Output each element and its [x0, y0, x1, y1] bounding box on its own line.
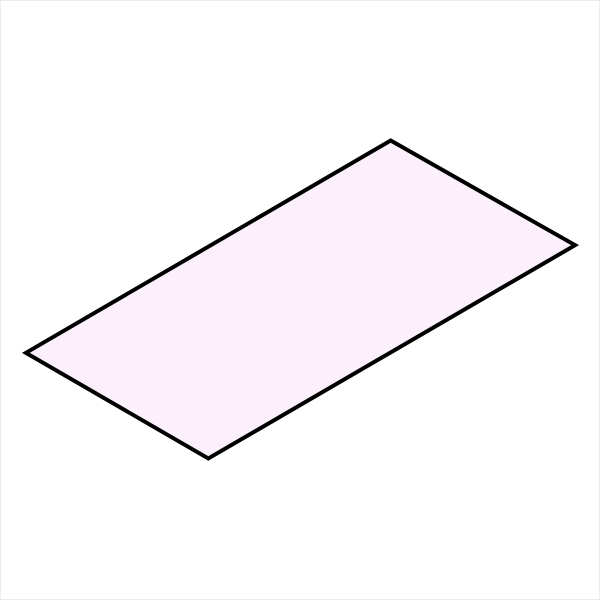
parallelogram-shape	[21, 138, 580, 461]
